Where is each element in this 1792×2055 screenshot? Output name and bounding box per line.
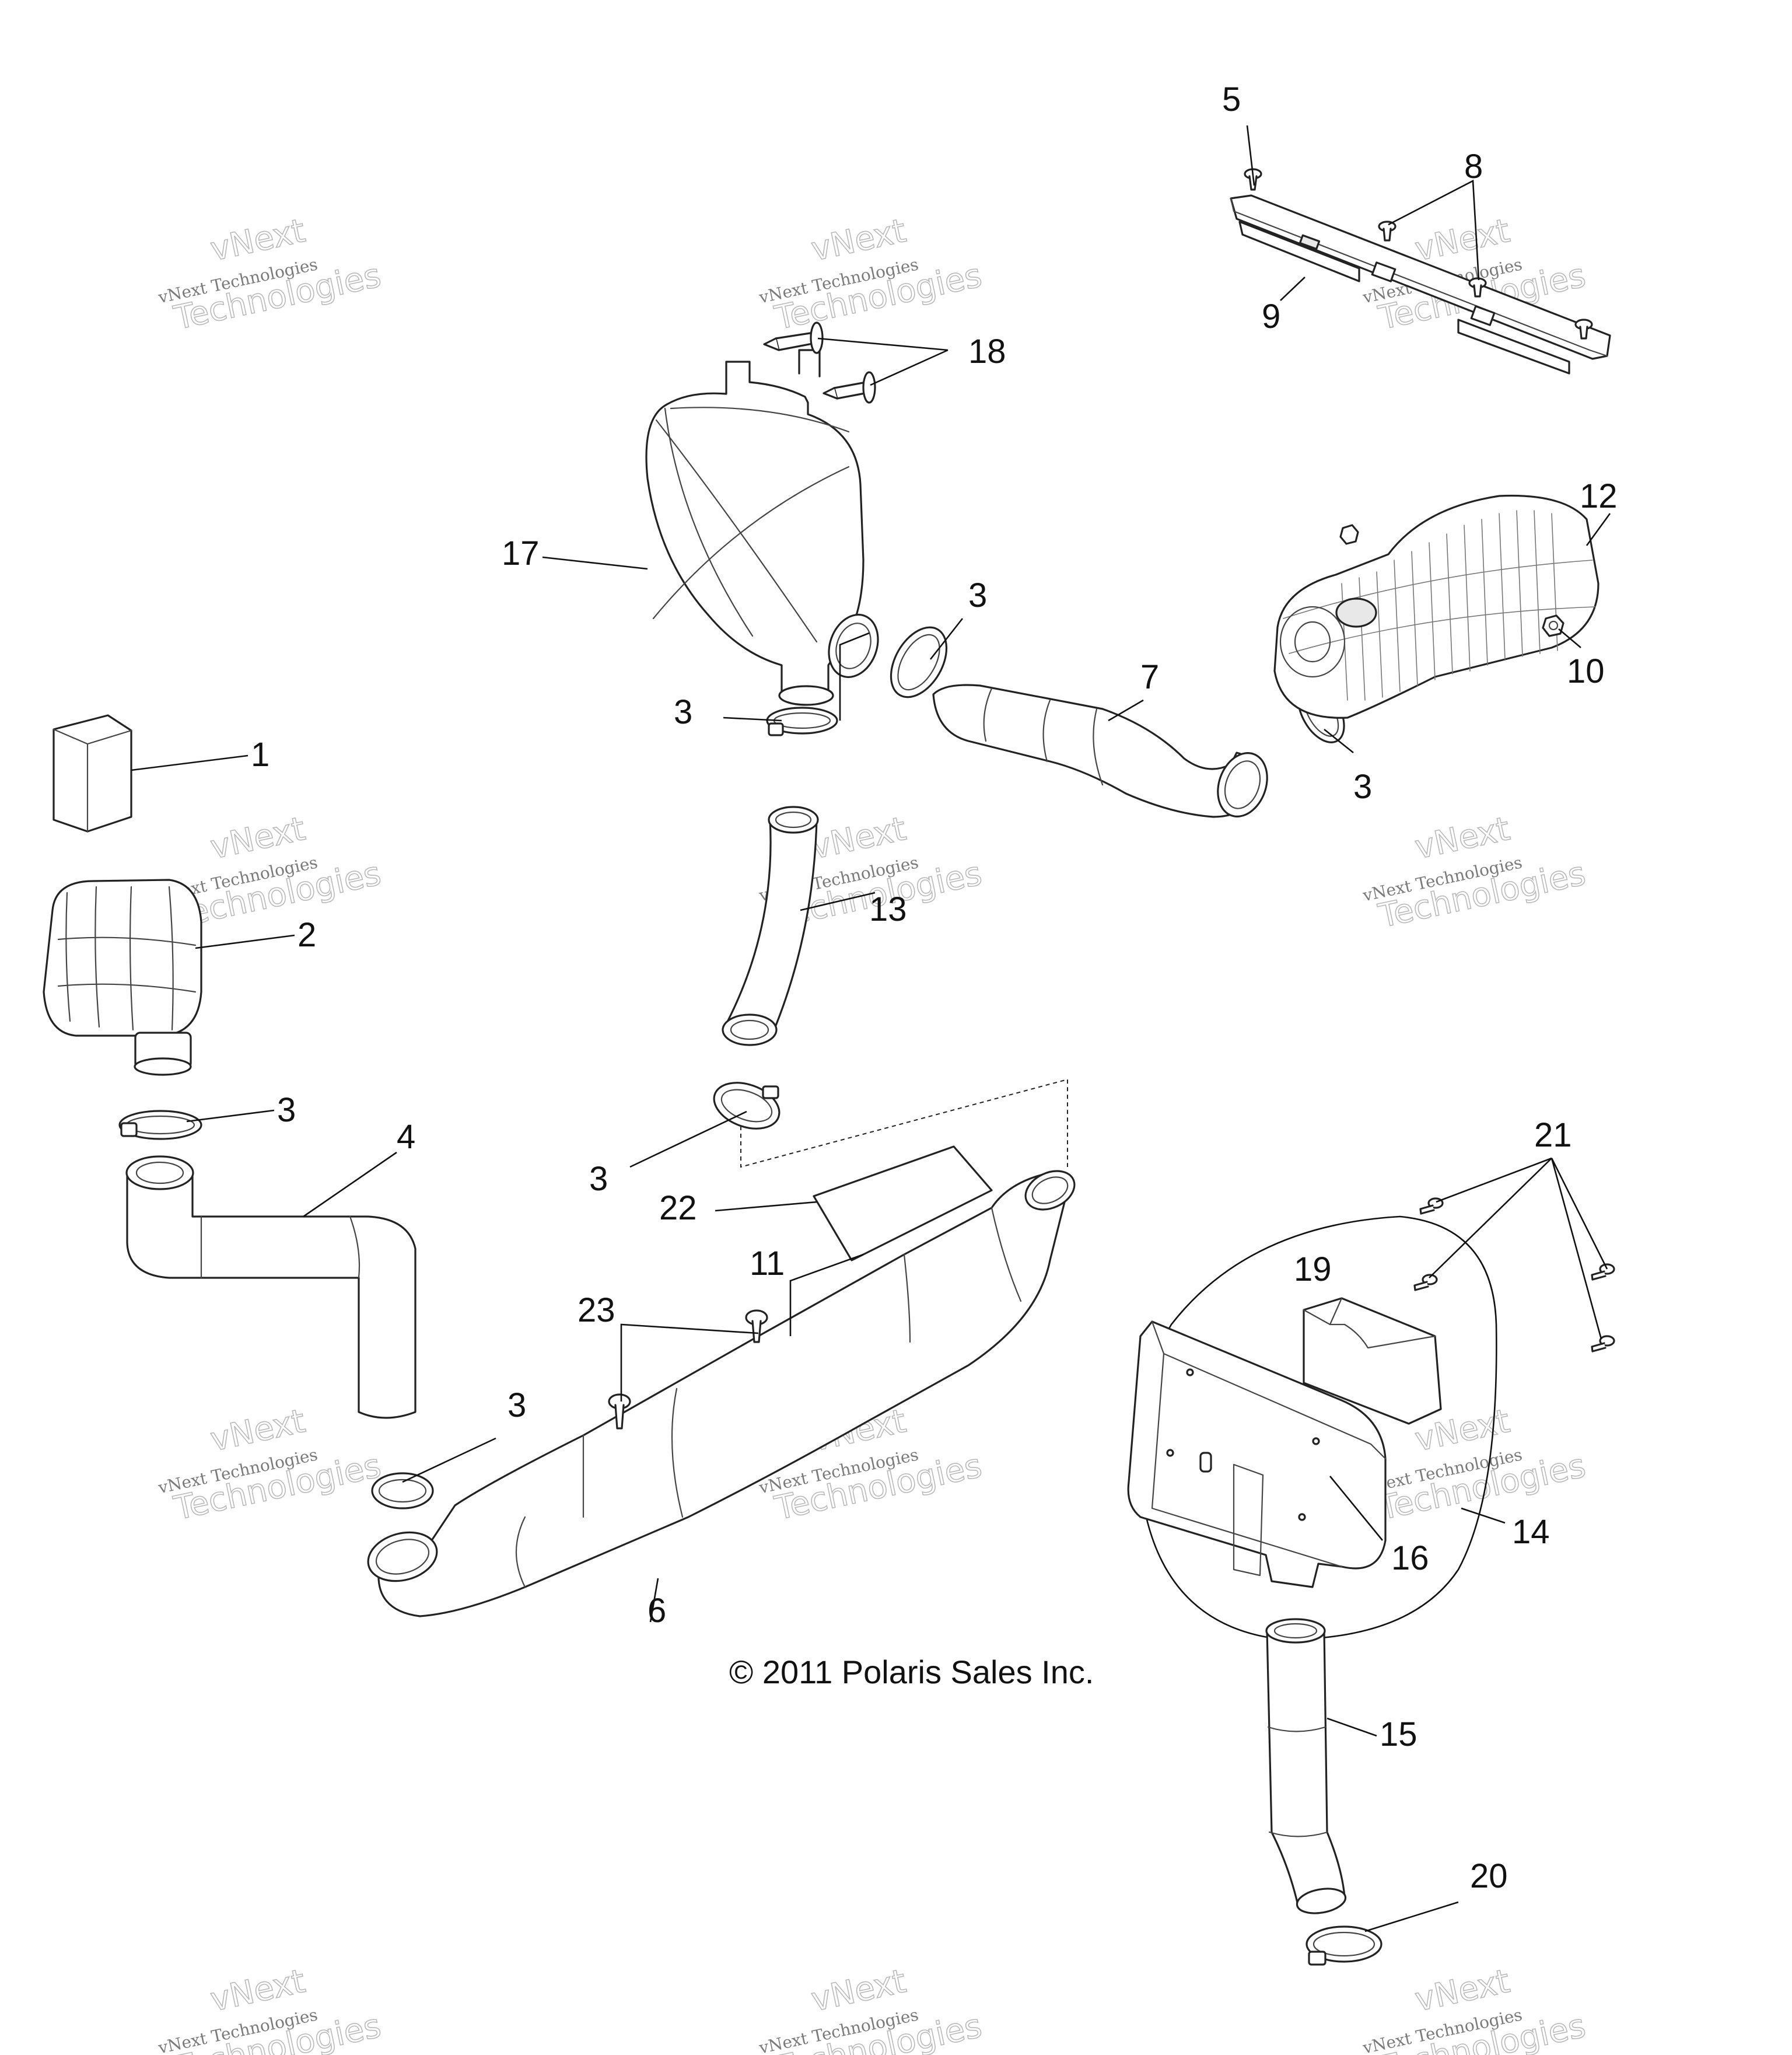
callout-15: 15 [1380,1715,1418,1753]
part-3-clamp-upper-left [766,707,838,736]
part-21-screw-d [1591,1335,1615,1352]
callout-5: 5 [1222,81,1241,118]
part-6-long-duct [367,1170,1076,1617]
part-3-clamp-airbox [118,1110,202,1140]
part-17-air-plenum [645,349,879,706]
callout-9: 9 [1262,298,1280,335]
callout-3a: 3 [277,1091,296,1129]
part-23-screw-b [608,1393,631,1430]
callout-8: 8 [1464,148,1483,186]
part-1-block [52,714,132,833]
part-13-tube [722,806,819,1046]
part-8-screw-a [1378,221,1396,242]
dashed-decal-link [740,1078,1068,1168]
callout-18: 18 [968,333,1006,371]
part-3-clamp-plenum-outlet [890,626,948,698]
callout-10: 10 [1567,652,1605,690]
callout-3c: 3 [674,693,692,731]
part-10-nut [1542,614,1564,637]
part-8-screw-b [1468,277,1487,298]
callout-13: 13 [869,890,907,928]
part-15-outlet-tube [1265,1618,1347,1914]
callout-6: 6 [648,1592,666,1630]
part-4-elbow-duct [125,1155,416,1419]
callout-20: 20 [1470,1857,1508,1895]
callout-12: 12 [1580,477,1618,515]
part-21-screw-c [1591,1263,1615,1281]
part-screw-right [1574,319,1593,340]
callout-7: 7 [1140,658,1159,696]
callout-23: 23 [578,1291,615,1329]
part-20-clamp [1306,1925,1382,1966]
leader-lines [131,125,1611,1932]
part-10-nut-top [1339,524,1359,545]
part-16-filter-panel [1127,1320,1387,1588]
part-3-clamp-lower [371,1472,434,1509]
callout-4: 4 [397,1118,415,1156]
callout-14: 14 [1512,1513,1550,1551]
callout-3d: 3 [1353,768,1372,806]
callout-11: 11 [750,1245,785,1282]
part-7-intake-duct [932,684,1268,818]
part-18-pin-a [763,321,824,354]
callout-2: 2 [298,916,316,954]
callouts: 1 2 3 4 5 8 9 12 10 3 3 7 3 17 18 13 3 2… [251,81,1618,1895]
part-2-airbox-cover [43,879,202,1076]
copyright-notice: © 2011 Polaris Sales Inc. [729,1654,1094,1690]
callout-3f: 3 [508,1386,526,1424]
part-21-screw-b [1413,1274,1438,1291]
callout-17: 17 [502,534,540,572]
callout-3e: 3 [589,1160,608,1198]
callout-19: 19 [1294,1250,1332,1288]
callout-22: 22 [659,1189,697,1227]
part-12-engine [1273,494,1600,719]
part-9-bracket [1230,194,1611,375]
part-18-pin-b [822,371,876,404]
callout-3b: 3 [968,576,987,614]
part-23-screw-a [745,1309,768,1343]
part-22-decal [813,1145,993,1261]
callout-21: 21 [1534,1116,1572,1154]
part-21-screw-a [1419,1197,1444,1215]
part-19-foam-block [1303,1297,1442,1425]
part-3-clamp-tube [713,1082,780,1130]
callout-16: 16 [1391,1539,1429,1577]
callout-1: 1 [251,736,270,774]
